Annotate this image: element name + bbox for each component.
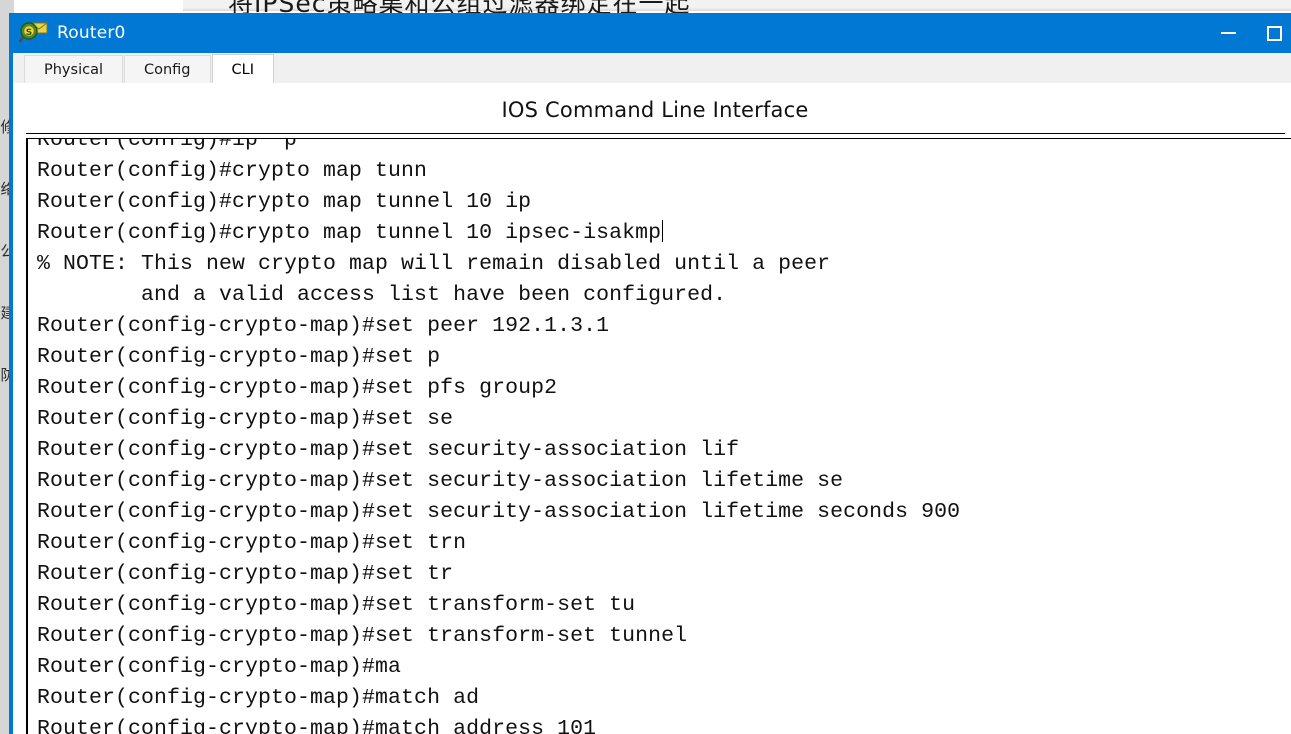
minimize-icon	[1220, 32, 1236, 34]
terminal-line: Router(config-crypto-map)#set p	[37, 345, 441, 369]
text-cursor	[662, 220, 664, 242]
terminal-line-clipped: Router(config)#ip p	[37, 138, 298, 152]
svg-text:S: S	[26, 28, 32, 38]
router-device-window: S Router0 Physical Config CLI	[9, 13, 1291, 734]
cli-panel: IOS Command Line Interface Router(config…	[13, 83, 1291, 734]
terminal-line: Router(config-crypto-map)#set security-a…	[37, 500, 961, 524]
terminal-line: Router(config-crypto-map)#set security-a…	[37, 469, 844, 493]
tab-config[interactable]: Config	[123, 55, 211, 84]
terminal-line: Router(config-crypto-map)#set transform-…	[37, 624, 688, 648]
terminal-wrapper: Router(config)#ip p Router(config)#crypt…	[26, 138, 1291, 734]
terminal-line: % NOTE: This new crypto map will remain …	[37, 252, 831, 276]
minimize-button[interactable]	[1205, 13, 1251, 53]
terminal-line: Router(config-crypto-map)#match ad	[37, 686, 480, 710]
terminal-line: Router(config-crypto-map)#set trn	[37, 531, 467, 555]
cli-heading: IOS Command Line Interface	[501, 98, 809, 122]
window-titlebar[interactable]: S Router0	[13, 13, 1291, 53]
terminal-line: Router(config-crypto-map)#ma	[37, 655, 402, 679]
device-tabstrip: Physical Config CLI	[13, 53, 1291, 84]
terminal-line: Router(config-crypto-map)#match address …	[37, 717, 597, 734]
terminal-lines: Router(config)#ip p Router(config)#crypt…	[28, 138, 1291, 734]
tabstrip-filler	[275, 54, 1291, 84]
tab-cli[interactable]: CLI	[211, 54, 274, 84]
cli-heading-divider	[26, 133, 1285, 134]
terminal-line-text: Router(config)#crypto map tunnel 10 ipse…	[37, 221, 662, 245]
terminal-line: Router(config-crypto-map)#set tr	[37, 562, 454, 586]
tab-physical[interactable]: Physical	[24, 55, 123, 84]
terminal-line: and a valid access list have been config…	[37, 283, 727, 307]
router-inspect-icon: S	[18, 20, 48, 46]
terminal-line: Router(config)#crypto map tunnel 10 ip	[37, 190, 532, 214]
terminal-line: Router(config-crypto-map)#set peer 192.1…	[37, 314, 610, 338]
terminal-line: Router(config)#crypto map tunn	[37, 159, 428, 183]
terminal-line: Router(config-crypto-map)#set pfs group2	[37, 376, 558, 400]
maximize-icon	[1266, 25, 1282, 41]
maximize-button[interactable]	[1251, 13, 1291, 53]
window-title: Router0	[57, 23, 126, 43]
terminal-line: Router(config-crypto-map)#set se	[37, 407, 454, 431]
window-controls	[1205, 13, 1291, 53]
terminal-line: Router(config-crypto-map)#set transform-…	[37, 593, 636, 617]
terminal-line-active: Router(config)#crypto map tunnel 10 ipse…	[37, 218, 1291, 249]
background-toolbar-strip	[183, 0, 1291, 11]
terminal-line: Router(config-crypto-map)#set security-a…	[37, 438, 740, 462]
terminal-output[interactable]: Router(config)#ip p Router(config)#crypt…	[26, 138, 1291, 734]
